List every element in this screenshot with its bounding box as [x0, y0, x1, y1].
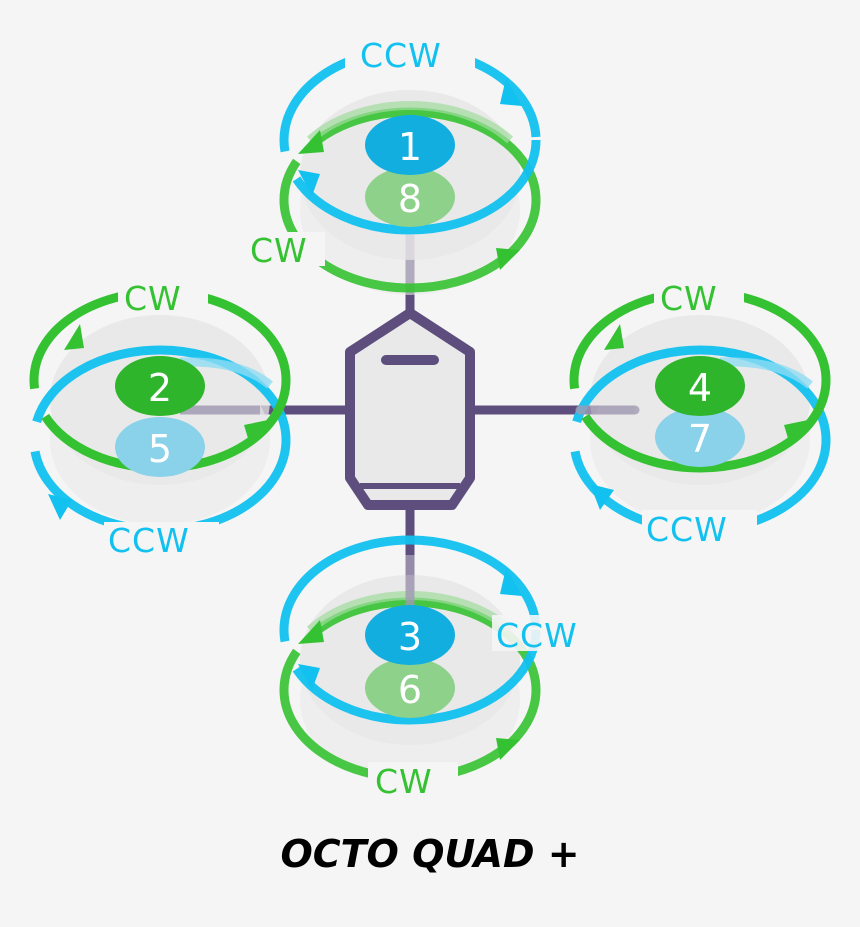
- motor-number-5: 5: [148, 427, 172, 471]
- motor-number-4: 4: [688, 366, 712, 410]
- motor-badge-2: [115, 356, 205, 416]
- diagram-title: OCTO QUAD +: [280, 832, 580, 876]
- motor-group-bottom: 6 3 CCW CW: [279, 535, 607, 801]
- motor-group-left: 5 2 CW CCW: [29, 278, 291, 560]
- direction-label-4: CW: [660, 279, 718, 318]
- motor-number-7: 7: [688, 417, 712, 461]
- motor-number-6: 6: [398, 668, 422, 712]
- motor-number-3: 3: [398, 615, 422, 659]
- direction-label-6: CW: [375, 762, 433, 801]
- direction-label-5: CCW: [108, 521, 190, 560]
- motor-group-right: 7 4 CW CCW: [569, 278, 831, 549]
- motor-badge-6: [365, 658, 455, 718]
- direction-label-2: CW: [124, 279, 182, 318]
- direction-label-3: CCW: [496, 616, 578, 655]
- direction-label-1: CCW: [360, 36, 442, 75]
- motor-badge-1: [365, 115, 455, 175]
- direction-label-7: CCW: [646, 510, 728, 549]
- motor-badge-7: [655, 407, 745, 467]
- motor-badge-3: [365, 605, 455, 665]
- motor-number-2: 2: [148, 366, 172, 410]
- flight-controller-body: [345, 308, 475, 510]
- motor-badge-4: [655, 356, 745, 416]
- motor-number-1: 1: [398, 125, 422, 169]
- motor-number-8: 8: [398, 177, 422, 221]
- motor-badge-5: [115, 417, 205, 477]
- direction-label-8: CW: [250, 231, 308, 270]
- motor-group-top: 8 1 CCW CW: [245, 36, 541, 295]
- motor-badge-8: [365, 167, 455, 227]
